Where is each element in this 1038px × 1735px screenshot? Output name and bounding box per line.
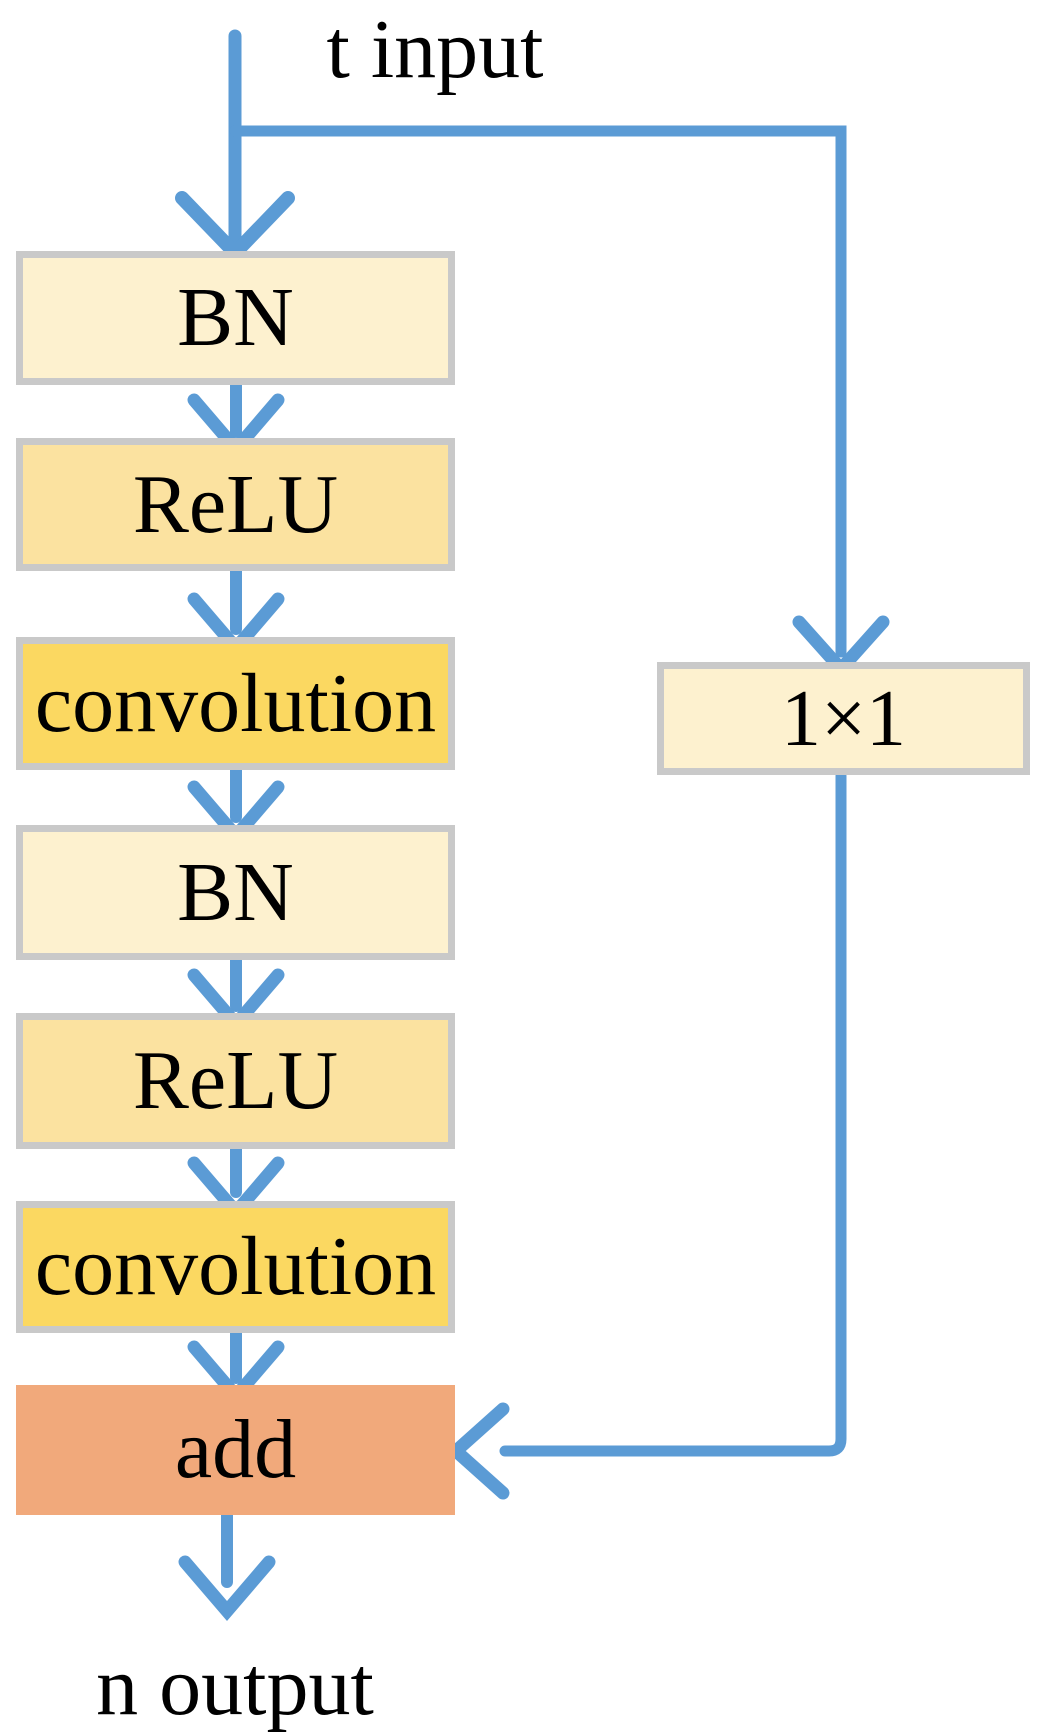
skip-arrowhead-left-icon (446, 1402, 510, 1500)
box-convolution-1: convolution (16, 637, 455, 770)
skip-branch-line (229, 125, 847, 658)
box-label: BN (177, 271, 294, 364)
box-add: add (16, 1385, 455, 1515)
output-label: n output (96, 1640, 374, 1733)
skip-return-line (499, 770, 847, 1457)
box-relu-2: ReLU (16, 1013, 455, 1149)
output-arrowhead-down-icon (178, 1555, 276, 1621)
box-relu-1: ReLU (16, 438, 455, 571)
box-label: convolution (34, 656, 437, 750)
box-label: add (174, 1403, 297, 1496)
box-label: ReLU (132, 457, 339, 551)
box-label: BN (177, 845, 294, 939)
box-label: ReLU (132, 1034, 339, 1127)
input-label: t input (326, 3, 544, 96)
box-label: convolution (34, 1220, 437, 1313)
box-1x1-convolution: 1×1 (657, 662, 1030, 775)
box-label: 1×1 (780, 674, 907, 763)
box-bn-2: BN (16, 825, 455, 960)
box-convolution-2: convolution (16, 1201, 455, 1333)
box-bn-1: BN (16, 251, 455, 385)
